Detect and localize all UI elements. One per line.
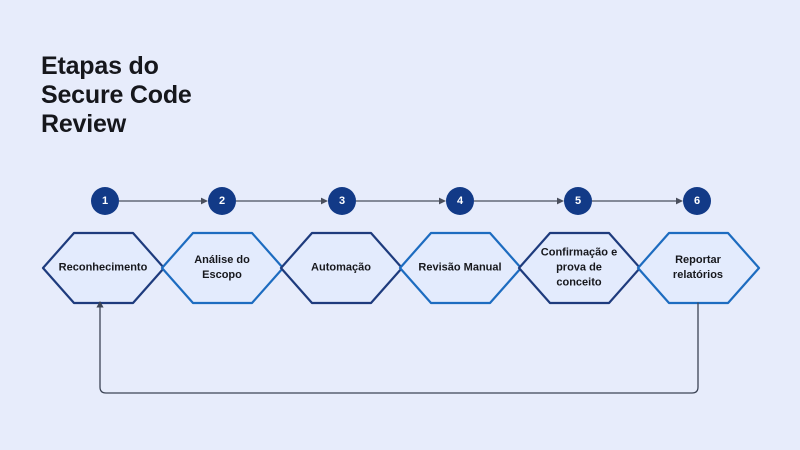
step-circle-3[interactable]: 3 — [328, 187, 356, 215]
hexagon-label-5: Confirmação e prova de conceito — [540, 246, 618, 289]
step-circle-5[interactable]: 5 — [564, 187, 592, 215]
step-circle-1[interactable]: 1 — [91, 187, 119, 215]
step-circle-4[interactable]: 4 — [446, 187, 474, 215]
page-title: Etapas do Secure Code Review — [41, 52, 192, 138]
feedback-loop-arrow — [96, 301, 699, 394]
hexagon-label-1: Reconhecimento — [58, 261, 148, 274]
hexagon-stage-6[interactable] — [636, 231, 761, 305]
hexagon-label-3: Automação — [311, 261, 371, 274]
step-circle-2[interactable]: 2 — [208, 187, 236, 215]
step-circle-6[interactable]: 6 — [683, 187, 711, 215]
hexagon-label-2: Análise do Escopo — [194, 254, 250, 281]
hexagon-label-4: Revisão Manual — [418, 261, 502, 274]
hexagon-label-6: Reportar relatórios — [672, 254, 724, 281]
